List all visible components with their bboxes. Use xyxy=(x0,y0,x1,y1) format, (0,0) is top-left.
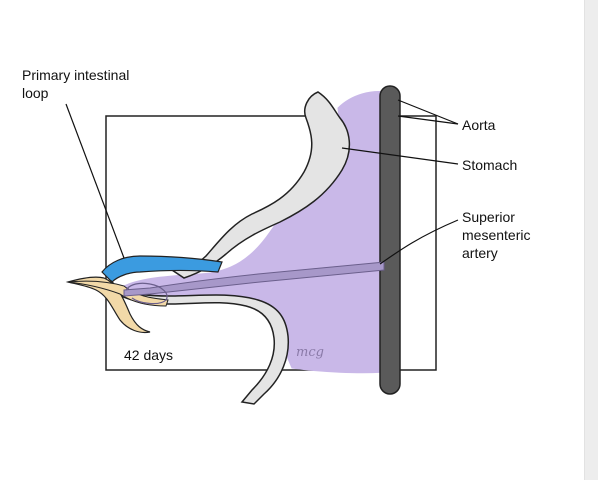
superior-mesenteric-artery xyxy=(123,261,385,297)
sma-branch-loop xyxy=(125,282,168,305)
label-sma-1: Superior xyxy=(462,209,515,225)
label-primary-intestinal-loop-2: loop xyxy=(22,85,49,101)
label-stomach: Stomach xyxy=(462,157,517,173)
label-age: 42 days xyxy=(124,347,173,363)
stomach xyxy=(170,91,351,279)
leader-sma xyxy=(379,219,459,265)
leader-stomach xyxy=(341,147,459,165)
leader-aorta-2 xyxy=(397,115,459,125)
embryology-diagram: Primary intestinal loop Aorta Stomach Su… xyxy=(22,67,530,405)
leader-primary-loop xyxy=(65,103,125,259)
primary-intestinal-loop xyxy=(101,255,223,283)
leader-aorta-1 xyxy=(397,99,459,125)
label-primary-intestinal-loop-1: Primary intestinal xyxy=(22,67,129,83)
artist-signature: mcg xyxy=(296,345,324,360)
label-sma-3: artery xyxy=(462,245,498,261)
vertical-scrollbar[interactable] xyxy=(584,0,598,480)
label-sma-2: mesenteric xyxy=(462,227,530,243)
aorta xyxy=(379,85,401,395)
vitelline-duct xyxy=(67,280,169,307)
yolk-stalk xyxy=(65,276,151,334)
label-aorta: Aorta xyxy=(462,117,496,133)
